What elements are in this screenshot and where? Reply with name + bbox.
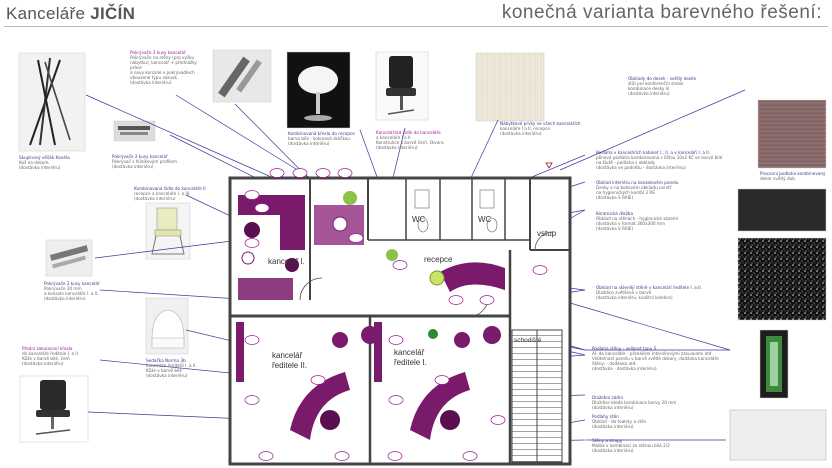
room-label-wc-1: WC: [412, 215, 426, 224]
note-trim-3: Pokrývače 2 kusy kancelář Pokrývače 20 m…: [44, 281, 100, 301]
note-coat-rack: Skupinový věšák Kanéla Koš na dokum. (do…: [19, 155, 70, 170]
trim-profile-image-1: [212, 49, 272, 103]
room-label-director-1-line1: kancelář: [394, 348, 425, 357]
title-city: JIČÍN: [90, 4, 136, 23]
page-title-right: konečná varianta barevného řešení:: [501, 2, 822, 23]
note-veneer: Nábytkové prvky ve všech kancelářích kan…: [500, 121, 581, 136]
title-prefix: Kanceláře: [6, 4, 86, 23]
reception-furniture: [343, 189, 505, 339]
executive-chair-image: [19, 375, 89, 443]
veneer-sample-image: [475, 52, 545, 122]
note-floor-walls: Podlahy stěn Obklad - do toalety a stěn …: [592, 414, 647, 429]
trim-profile-image-2: [113, 120, 156, 142]
note-wood-floor: Pracovní podlaha kombinovaný dekor světl…: [760, 171, 826, 181]
cantilever-chair-image: [145, 202, 191, 260]
note-partition: Podlaha stěny - velikost typu S Al. do k…: [592, 346, 719, 371]
room-label-wc-2: WC: [478, 215, 492, 224]
trim-profile-image-3: [45, 239, 93, 277]
note-ceramic-tile: Keramická dlažba Obklad na stěnách - hyg…: [596, 211, 679, 231]
dark-tile-sample-image: [737, 188, 827, 232]
header-divider: [4, 26, 828, 27]
note-floor-offices: Podlaha v kancelářích kabinet I., II. a …: [596, 150, 723, 170]
reception-chair-image: [286, 51, 351, 129]
room-label-stairs: schodiště: [514, 337, 542, 344]
room-label-office-1: kancelář I.: [268, 257, 305, 266]
note-walls-ceilings: Stěny a stropy Malba v kombinaci ze stěn…: [592, 438, 670, 453]
note-glass-wall: Obklad na sklenějí stěně v kanceláři řed…: [596, 285, 702, 300]
wood-floor-sample-image: [757, 99, 827, 169]
room-label-director-2-line2: ředitele II.: [272, 361, 307, 370]
reference-tags: [244, 168, 548, 461]
director-office-2-furniture: [236, 322, 379, 440]
room-label-entrance: vstup: [537, 229, 557, 238]
office-chair-image: [375, 51, 429, 121]
page-title-left: Kanceláře JIČÍN: [6, 4, 135, 24]
note-cantilever-chair: Kombinovaná židle do kanceláře II recepc…: [134, 186, 206, 201]
coat-rack-image: [18, 52, 86, 152]
note-tile-floor: Dlažební zádní Dlaždice bledá kombinace …: [592, 395, 677, 410]
room-label-director-2-line1: kancelář: [272, 351, 303, 360]
granite-sample-image: [737, 237, 827, 321]
note-reception-chair: Kombinovaná křesla do recepce barva bílá…: [288, 131, 355, 146]
note-wall-panel: Obklad interiéru na konzolovém panelu De…: [596, 180, 679, 200]
note-trim-1: Pokrývače 2 kusy kancelář Pokrývače na s…: [130, 50, 197, 85]
green-panel-sample-image: [759, 329, 789, 399]
room-label-director-1-line2: ředitele I.: [394, 358, 427, 367]
note-office-chair: Kancelářská židle do kanceláře a kancelá…: [376, 130, 444, 150]
note-armchair: Sedačka Norma 3b kanceláře ředitelů I. a…: [146, 358, 197, 378]
armchair-white-image: [145, 297, 189, 355]
wall-paint-sample-image: [729, 409, 827, 461]
note-light-board: Obklady do desek - světlý dezén stůl pro…: [628, 76, 697, 96]
room-label-reception: recepce: [424, 255, 453, 264]
director-office-1-furniture: [374, 322, 501, 440]
note-trim-2: Pokrývače 2 kusy kancelář Pokrývač s hli…: [112, 154, 178, 169]
note-executive-chair: Přední zakulacení křesla do kanceláře ře…: [22, 346, 80, 366]
